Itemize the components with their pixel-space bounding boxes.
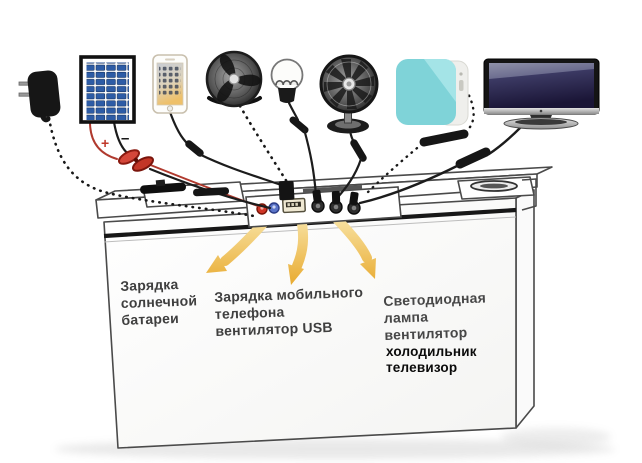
desk-fan-cable: [238, 104, 289, 184]
pedestal-fan-blades: [324, 59, 374, 109]
tv-icon: [483, 58, 600, 130]
dc-plug-2: [331, 190, 341, 205]
tv-cable: [487, 125, 523, 156]
arrow-dc-output: [331, 213, 376, 279]
dc-plug-3: [349, 191, 359, 206]
adapter-cable: [47, 116, 256, 218]
bulb-cable-coil: [289, 116, 309, 134]
bulb-cable: [287, 101, 300, 122]
lid-terminal-clamps: [140, 179, 230, 197]
pedestal-fan-cable-coil: [350, 139, 367, 162]
minus-label: –: [121, 130, 129, 147]
usb-plug: [278, 180, 295, 201]
led-bulb-icon: [270, 58, 304, 103]
label-line: телевизор: [386, 360, 458, 375]
label-line: батареи: [121, 309, 180, 328]
plus-label: +: [101, 135, 109, 151]
mini-fridge-icon: [396, 59, 469, 126]
phone-cable-coil: [185, 140, 204, 157]
cables: + –: [47, 82, 523, 218]
usb-port: [281, 197, 306, 214]
label-line: вентилятор: [384, 324, 468, 343]
pedestal-fan-icon: [319, 54, 379, 134]
label-line: холодильник: [386, 344, 477, 359]
smartphone-icon: [152, 54, 188, 114]
dc-plug-1: [312, 189, 322, 204]
label-dc-outputs: Светодиодная лампа вентилятор: [383, 289, 487, 344]
label-solar-charging: Зарядка солнечной батареи: [120, 275, 198, 329]
tv-cable-coil: [455, 147, 491, 169]
solar-panel-icon: [79, 55, 136, 124]
fan-blades: [217, 54, 261, 102]
desk-fan-icon: [205, 50, 263, 108]
solar-wire-positive: [89, 121, 118, 160]
battery-side: [515, 189, 535, 429]
label-dc-outputs-extra: холодильник телевизор: [386, 344, 477, 376]
tv-screen: [489, 63, 594, 108]
label-line: Светодиодная: [383, 289, 487, 309]
power-adapter-icon: [18, 70, 61, 123]
output-arrows: [206, 213, 376, 285]
label-usb-outputs: Зарядка мобильного телефона вентилятор U…: [214, 284, 365, 340]
battery-clamp-connector: [118, 149, 154, 172]
fridge-cable-coil: [419, 129, 469, 147]
label-line: солнечной: [120, 292, 198, 311]
